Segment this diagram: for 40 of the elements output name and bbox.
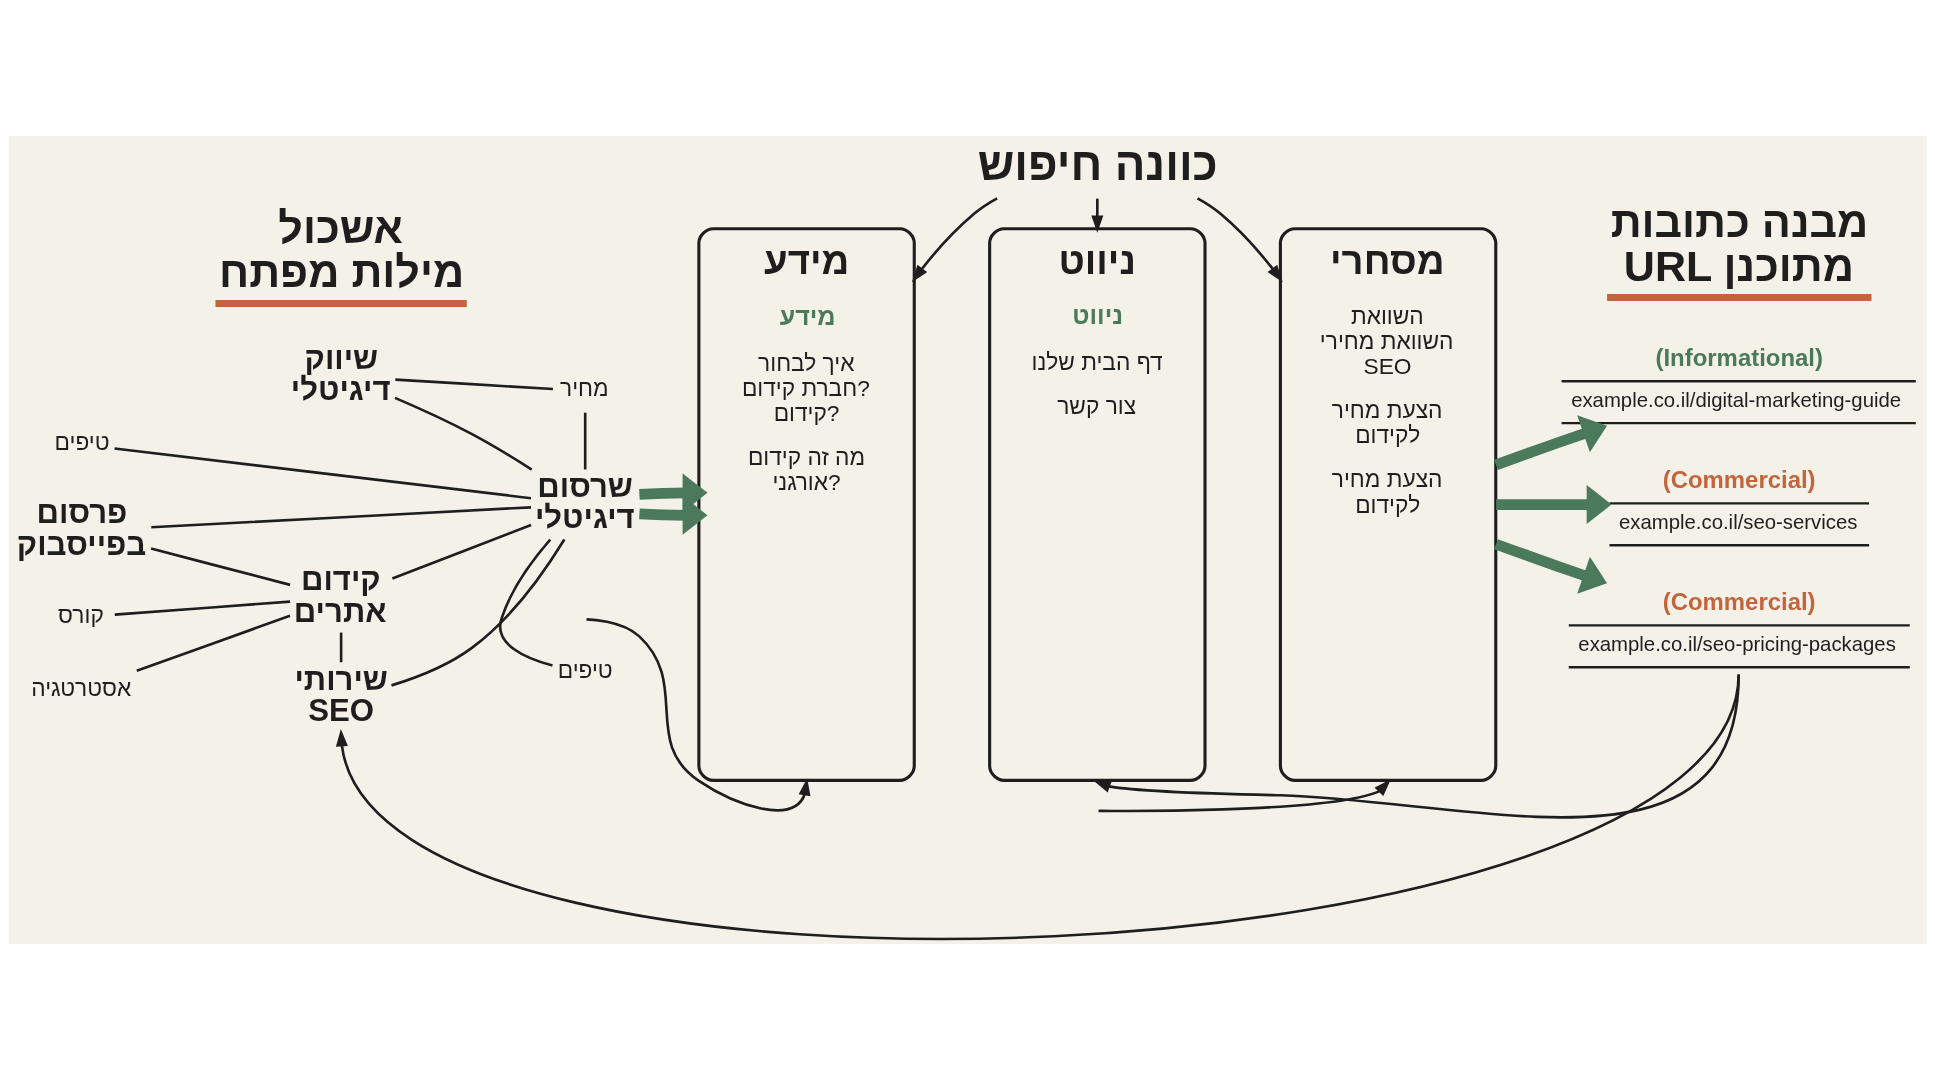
arrow [335, 673, 1740, 940]
arrow [911, 197, 998, 283]
node-text: פרסום בפייסבוק [16, 495, 147, 562]
arrow [586, 618, 811, 812]
node-text: (Commercial) example.co.il/seo-services [1619, 465, 1858, 534]
arrow [1496, 484, 1612, 525]
node-text: אסטרטגיה [31, 674, 132, 701]
connector [136, 614, 291, 673]
label: אשכול מילות מפתח [219, 204, 465, 296]
connector [395, 378, 553, 391]
node-text: קורס [58, 601, 104, 628]
connector [391, 523, 532, 580]
connector [151, 506, 532, 529]
node-text: (Commercial) example.co.il/seo-pricing-packages [1578, 587, 1896, 656]
connector [391, 538, 566, 687]
arrow [639, 473, 708, 513]
connector [114, 447, 532, 500]
arrow [1091, 198, 1104, 233]
node-text: מחיר [560, 375, 609, 402]
arrow [1494, 415, 1608, 470]
connector [114, 600, 291, 616]
connector [394, 396, 533, 471]
node-text: שיווק דיגיטלי [290, 341, 391, 408]
arrow [1098, 779, 1391, 813]
connector [498, 538, 553, 667]
node-text: (Informational) example.co.il/digital-marketing-guide [1571, 343, 1902, 412]
node-text: טיפים [54, 429, 110, 456]
arrow [1494, 539, 1608, 594]
node-text: שרסום דיגיטלי [534, 469, 635, 536]
connector [339, 632, 343, 663]
connector [583, 412, 587, 470]
node-text: טיפים [557, 656, 613, 683]
node-box: מידע מידע איך לבחור חברת קידום? קידום? מה זה קידום אורגני? [697, 227, 916, 782]
label: מבנה כתובות URL מתוכנן [1610, 198, 1869, 290]
connector [150, 547, 291, 587]
arrow [1093, 674, 1740, 819]
node-box: ניווט ניווט דף הבית שלנו צור קשר [988, 227, 1207, 782]
node-text: כוונה חיפוש [977, 138, 1218, 190]
arrow [1196, 197, 1283, 283]
node-text: קידום אתרים [293, 562, 387, 629]
